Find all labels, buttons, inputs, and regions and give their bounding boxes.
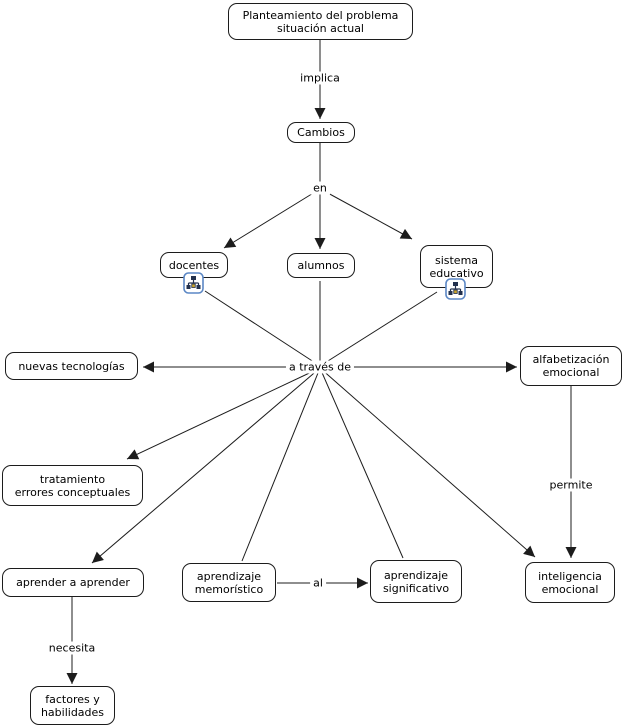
edge-hub-to-aprender (91, 367, 321, 564)
concept-node-tratamiento[interactable]: tratamiento errores conceptuales (2, 465, 143, 506)
edge-hub-to-inteligencia (319, 367, 536, 558)
link-label-atraves[interactable]: a través de (285, 360, 355, 374)
link-label-en[interactable]: en (310, 181, 330, 195)
link-label-al[interactable]: al (310, 576, 326, 590)
link-label-implica[interactable]: implica (297, 71, 343, 85)
concept-node-planteamiento[interactable]: Planteamiento del problema situación act… (228, 3, 413, 40)
edge-en-label-to-docentes (223, 191, 316, 249)
edge-docentes-to-hub (204, 290, 321, 367)
concept-node-memoristico[interactable]: aprendizaje memorístico (182, 563, 276, 602)
link-label-necesita[interactable]: necesita (45, 641, 99, 655)
edge-en-label-to-sistema (325, 191, 413, 240)
concept-node-cambios[interactable]: Cambios (287, 122, 355, 143)
cmap-resource-icon[interactable] (445, 278, 466, 300)
edge-hub-to-memoristico (241, 367, 321, 562)
edge-hub-to-significativo (319, 367, 404, 559)
concept-node-significativo[interactable]: aprendizaje significativo (370, 560, 462, 603)
concept-node-factores[interactable]: factores y habilidades (30, 686, 115, 725)
concept-node-alfabetizacion[interactable]: alfabetización emocional (520, 346, 622, 386)
concept-node-aprender[interactable]: aprender a aprender (2, 568, 144, 597)
edge-hub-to-tratamiento (126, 367, 321, 460)
concept-node-alumnos[interactable]: alumnos (287, 253, 355, 278)
link-label-permite[interactable]: permite (546, 478, 596, 492)
edge-sistema-to-hub (319, 291, 438, 367)
cmap-resource-icon[interactable] (183, 272, 204, 294)
edge-group (66, 40, 577, 684)
concept-node-inteligencia[interactable]: inteligencia emocional (525, 562, 615, 603)
concept-node-nuevas[interactable]: nuevas tecnologías (5, 352, 138, 380)
